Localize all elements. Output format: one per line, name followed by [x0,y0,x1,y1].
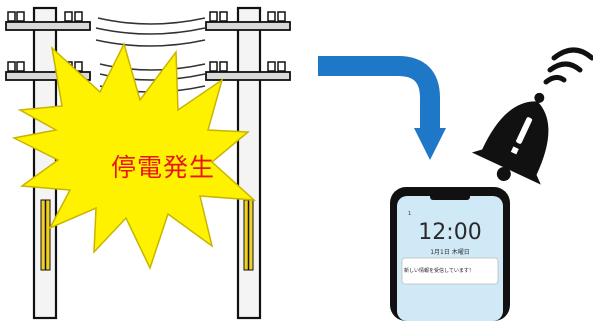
curved-arrow-icon [318,56,446,160]
smartphone [390,187,510,321]
power-outage-label: 停電発生 [110,153,215,182]
explosion-burst [11,41,257,270]
bell-ringing-icon [471,47,593,185]
phone-date: 1月1日 木曜日 [430,249,470,256]
phone-notification-text: 新しい情報を受信しています！ [404,268,474,274]
right-utility-pole [205,6,291,320]
phone-status-bar: 1 [408,211,412,217]
phone-clock: 12:00 [418,220,482,245]
